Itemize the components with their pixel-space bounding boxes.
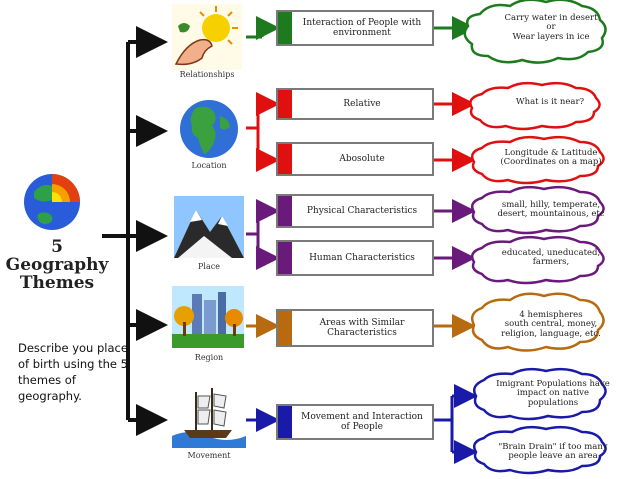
- theme-caption-relationships: Relationships: [179, 70, 235, 79]
- cloud-text: educated, uneducated, farmers,: [501, 247, 601, 267]
- cloud-text: small, hilly, temperate, desert, mountai…: [497, 199, 605, 219]
- earth-cutaway-icon: [24, 174, 80, 230]
- cloud-shape: [463, 0, 607, 64]
- box-stripe: [278, 406, 292, 438]
- theme-caption-movement: Movement: [187, 451, 231, 460]
- cloud-shape: [469, 81, 601, 131]
- theme-box-human: Human Characteristics: [276, 240, 434, 276]
- box-stripe: [278, 196, 292, 226]
- box-stripe: [278, 242, 292, 274]
- theme-box-physical: Physical Characteristics: [276, 194, 434, 228]
- box-stripe: [278, 12, 292, 44]
- box-label: Abosolute: [339, 154, 385, 164]
- cloud-text: Carry water in desert or Wear layers in …: [504, 12, 598, 42]
- relationships-connectors: [246, 16, 476, 40]
- cloud-text: 4 hemispheres south central, money, reli…: [501, 309, 601, 339]
- cloud-shape: [471, 235, 605, 285]
- box-label: Human Characteristics: [309, 253, 415, 263]
- box-label: Physical Characteristics: [306, 206, 418, 216]
- cloud-text: "Brain Drain" if too many people leave a…: [498, 441, 608, 461]
- hand-sun-icon: [172, 4, 242, 70]
- city-trees-icon: [172, 286, 244, 348]
- cloud-text: Imigrant Populations have impact on nati…: [496, 378, 610, 408]
- box-stripe: [278, 144, 292, 174]
- cloud-shape: [471, 185, 605, 235]
- title-line-1: Geography: [5, 255, 109, 275]
- cloud-text: Longitude & Latitude (Coordinates on a m…: [500, 147, 602, 167]
- prompt-text: Describe you place of birth using the 5 …: [18, 341, 128, 403]
- theme-box-region: Areas with Similar Characteristics: [276, 309, 434, 347]
- mountain-icon: [174, 196, 244, 258]
- theme-caption-location: Location: [191, 161, 227, 170]
- box-stripe: [278, 311, 292, 345]
- diagram-title: 5 Geography Themes: [2, 238, 112, 292]
- box-label: Interaction of People with environment: [302, 18, 422, 38]
- box-stripe: [278, 90, 292, 118]
- movement-connectors: [246, 384, 478, 464]
- cloud-shape: [473, 425, 607, 475]
- location-connectors: [246, 92, 476, 172]
- cloud-shape: [471, 135, 605, 185]
- cloud-shape: [471, 292, 605, 352]
- place-connectors: [246, 199, 476, 270]
- globe-icon: [180, 100, 238, 158]
- theme-box-interaction: Interaction of People with environment: [276, 10, 434, 46]
- sailing-ship-icon: [172, 386, 246, 448]
- main-trunk: [102, 26, 168, 436]
- theme-box-movement: Movement and Interaction of People: [276, 404, 434, 440]
- box-label: Movement and Interaction of People: [301, 412, 423, 432]
- box-label: Areas with Similar Characteristics: [319, 318, 405, 338]
- cloud-text: What is it near?: [515, 97, 585, 108]
- title-number: 5: [51, 237, 63, 257]
- theme-box-relative: Relative: [276, 88, 434, 120]
- theme-caption-region: Region: [194, 353, 224, 362]
- cloud-shape: [473, 367, 607, 421]
- box-label: Relative: [343, 99, 381, 109]
- title-line-2: Themes: [19, 273, 95, 293]
- theme-caption-place: Place: [198, 262, 220, 271]
- theme-box-absolute: Abosolute: [276, 142, 434, 176]
